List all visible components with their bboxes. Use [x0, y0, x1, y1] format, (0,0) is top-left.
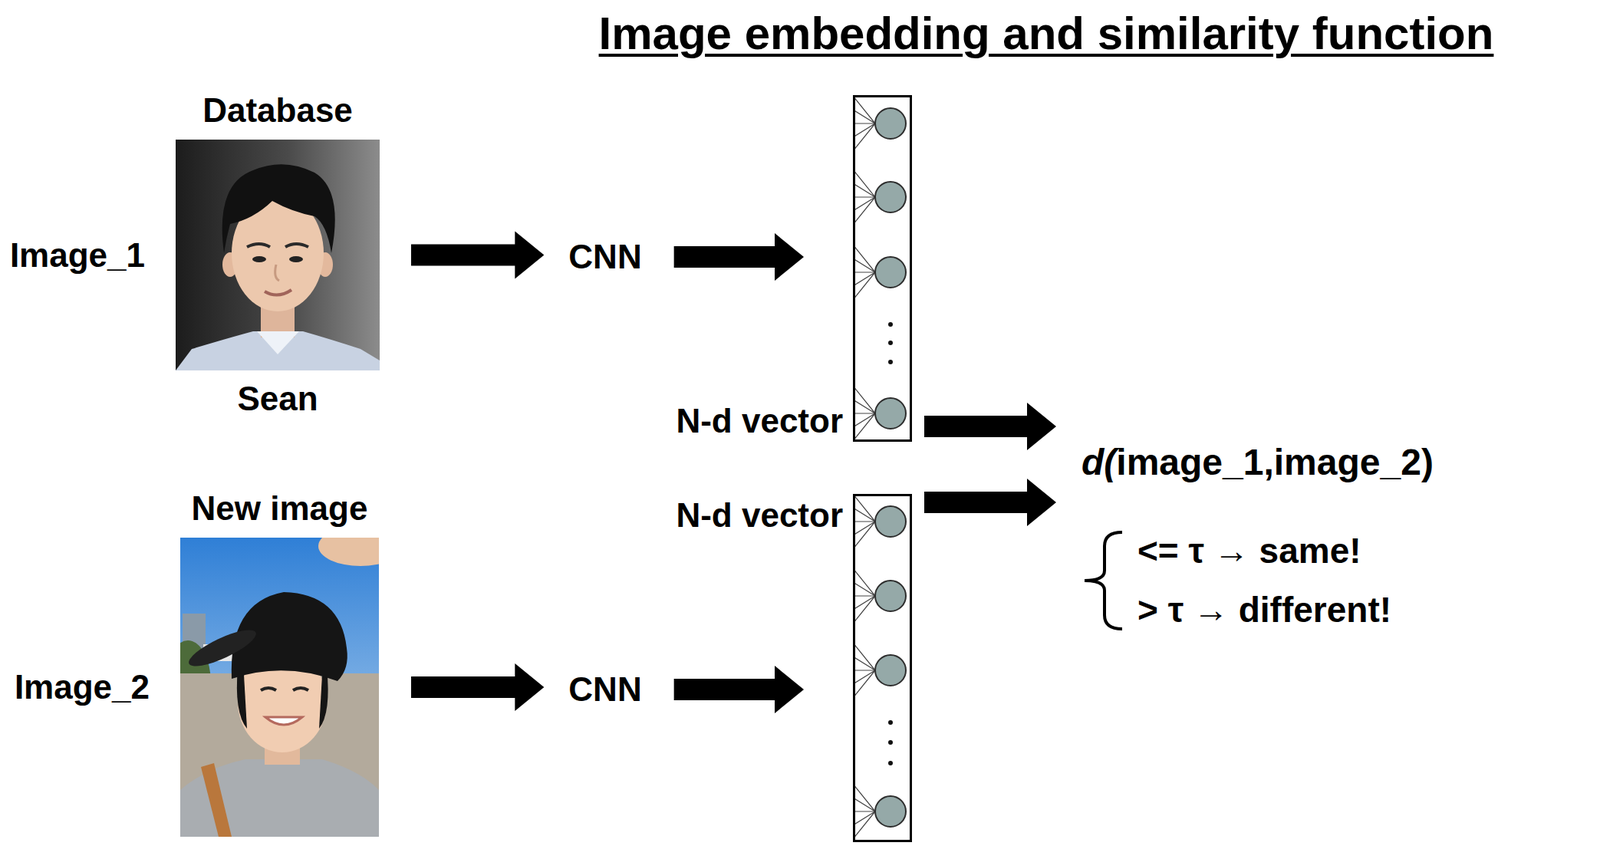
neurons: [875, 108, 906, 429]
eyebrow: [285, 243, 309, 247]
diagram-title: Image embedding and similarity function: [599, 6, 1495, 62]
vector-illustration: [852, 95, 906, 840]
vector-box: N-d vector: [852, 493, 912, 843]
block-arrow: [924, 402, 1057, 451]
dot: [888, 740, 893, 745]
condition-label: <= τ → same!: [1137, 530, 1362, 572]
eye: [289, 256, 303, 263]
fan-lines: [854, 169, 876, 225]
fan-lines: [854, 642, 876, 698]
condition-label: > τ → different!: [1137, 589, 1392, 631]
neuron: [875, 398, 906, 429]
image-node: New imageImage_2: [180, 537, 379, 837]
bag-strap: [200, 763, 232, 837]
eye: [260, 688, 277, 691]
ellipsis-dots: [888, 720, 893, 766]
curly-brace: [1084, 532, 1123, 629]
neuron: [875, 796, 906, 827]
node-text: CNN: [565, 670, 645, 710]
dot: [888, 720, 893, 725]
neuron-fan: [854, 96, 876, 441]
fan-lines: [854, 385, 876, 441]
block-arrow: [674, 665, 804, 714]
neuron: [875, 580, 906, 612]
neuron: [875, 655, 906, 686]
fan-lines: [854, 244, 876, 300]
neuron: [875, 506, 906, 537]
neuron-fan: [854, 495, 876, 840]
hand: [318, 537, 379, 567]
fan-lines: [854, 783, 876, 840]
dot: [888, 340, 893, 346]
process-label: CNN: [565, 237, 645, 277]
dot: [888, 359, 893, 365]
distance-function: d(image_1,image_2): [1078, 441, 1437, 484]
nose: [275, 264, 280, 281]
fan-lines: [854, 495, 876, 550]
neuron: [875, 108, 906, 139]
mouth: [264, 289, 292, 296]
smile: [265, 717, 303, 725]
shirt: [180, 759, 379, 837]
node-caption: Image_1: [9, 235, 145, 275]
selfie-photo: [180, 537, 379, 837]
node-text: CNN: [565, 237, 645, 277]
neuron: [875, 181, 906, 213]
dot: [888, 322, 893, 327]
image-node: DatabaseImage_1Sean: [175, 139, 380, 371]
node-caption: N-d vector: [675, 496, 843, 536]
eye: [252, 256, 267, 263]
node-caption: N-d vector: [675, 401, 843, 442]
process-label: CNN: [565, 670, 645, 710]
node-caption: Image_2: [14, 668, 150, 708]
fan-lines: [854, 96, 876, 152]
fan-lines: [854, 568, 876, 624]
block-arrow: [411, 231, 544, 280]
block-arrow: [674, 233, 804, 281]
neurons: [875, 506, 906, 827]
node-caption: Database: [202, 91, 353, 131]
photo-background: [175, 139, 380, 371]
eyebrow: [246, 243, 270, 247]
shirt: [175, 331, 380, 371]
portrait-photo: [175, 139, 380, 371]
eye: [293, 688, 309, 691]
dot: [888, 760, 893, 766]
vector-box: N-d vector: [852, 95, 912, 442]
block-arrow: [924, 478, 1057, 527]
cap-brim: [184, 623, 261, 673]
sky: [180, 537, 379, 837]
collar: [256, 331, 300, 355]
neuron: [875, 256, 906, 288]
node-caption: Sean: [237, 379, 318, 419]
ellipsis-dots: [888, 322, 893, 365]
block-arrow: [411, 663, 544, 712]
hair: [222, 164, 336, 254]
node-text: d(image_1,image_2): [1078, 441, 1437, 484]
node-caption: New image: [191, 489, 369, 529]
